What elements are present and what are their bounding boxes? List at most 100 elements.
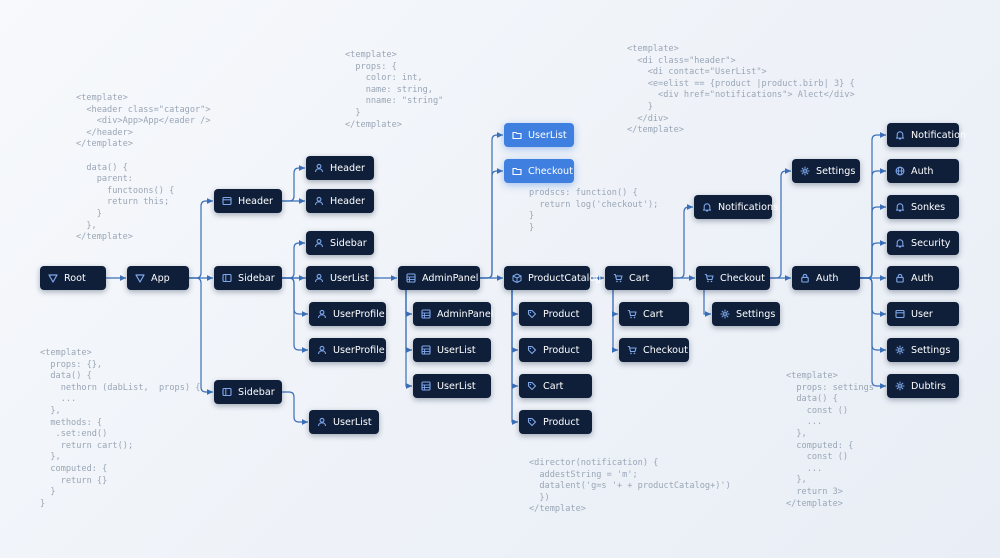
lock-icon-glyph	[896, 273, 904, 283]
sidebar-icon	[222, 387, 232, 397]
node-dubtirs[interactable]: Dubtirs	[887, 374, 959, 398]
node-productcatalog[interactable]: ProductCatalog	[504, 266, 601, 290]
node-checkout-highlighted[interactable]: Checkout	[504, 159, 574, 183]
node-auth[interactable]: Auth	[887, 266, 959, 290]
user-icon-glyph	[317, 309, 327, 319]
node-product[interactable]: Product	[519, 302, 592, 326]
tag-icon	[527, 309, 537, 319]
window-icon	[895, 309, 905, 319]
bell-icon-glyph	[895, 203, 905, 212]
window-icon-glyph	[895, 309, 905, 319]
node-header[interactable]: Header	[214, 189, 282, 213]
node-label: UserList	[333, 416, 372, 428]
node-label: Root	[64, 272, 86, 284]
cart-icon-glyph	[627, 345, 637, 355]
node-checkout[interactable]: Checkout	[696, 266, 770, 290]
node-userprofile[interactable]: UserProfile	[309, 302, 386, 326]
node-root[interactable]: Root	[40, 266, 106, 290]
node-sonkes[interactable]: Sonkes	[887, 195, 959, 219]
globe-icon	[895, 166, 905, 176]
node-sidebar-lower[interactable]: Sidebar	[214, 380, 282, 404]
node-label: Auth	[816, 272, 839, 284]
cart-icon	[627, 309, 637, 319]
node-label: App	[151, 272, 170, 284]
node-label: Dubtirs	[911, 380, 946, 392]
node-sidebar[interactable]: Sidebar	[214, 266, 282, 290]
node-userlist[interactable]: UserList	[413, 338, 491, 362]
grid-icon-glyph	[421, 309, 431, 319]
node-userlist-highlighted[interactable]: UserList	[504, 123, 574, 147]
user-icon	[314, 273, 324, 283]
user-icon-glyph	[314, 273, 324, 283]
tag-icon-glyph	[527, 345, 537, 355]
node-userlist[interactable]: UserList	[413, 374, 491, 398]
node-label: Header	[330, 195, 365, 207]
node-cart[interactable]: Cart	[619, 302, 689, 326]
node-product[interactable]: Product	[519, 338, 592, 362]
edge-adminpanel1-adminpanel2	[405, 290, 412, 317]
edge-cart2-cart3	[612, 290, 618, 317]
edge-cart2-notifications1	[673, 204, 693, 279]
edge-productcatalog-cart1	[511, 290, 518, 389]
tag-icon	[527, 345, 537, 355]
edge-sidebar1-sidebar3	[282, 240, 305, 279]
node-header[interactable]: Header	[306, 189, 374, 213]
box-icon-glyph	[512, 273, 522, 283]
user-icon	[314, 163, 324, 173]
edge-cart2-checkout2	[612, 290, 618, 353]
node-cart[interactable]: Cart	[605, 266, 673, 290]
sidebar-icon-glyph	[222, 273, 232, 283]
node-label: UserList	[528, 129, 567, 141]
grid-icon-glyph	[406, 273, 416, 283]
tag-icon-glyph	[527, 417, 537, 427]
node-auth[interactable]: Auth	[887, 159, 959, 183]
edge-app-sidebar2	[189, 277, 213, 395]
user-icon	[317, 345, 327, 355]
node-notification[interactable]: Notification	[887, 123, 966, 147]
node-userprofile[interactable]: UserProfile	[309, 338, 386, 362]
code-snippet-bottom-center: <director(notification) { addestString =…	[529, 458, 731, 515]
node-header[interactable]: Header	[306, 156, 374, 180]
node-label: Cart	[543, 380, 564, 392]
node-checkout[interactable]: Checkout	[619, 338, 689, 362]
node-label: Product	[543, 344, 580, 356]
vue-logo-icon	[135, 273, 145, 283]
node-security[interactable]: Security	[887, 231, 959, 255]
user-icon	[314, 196, 324, 206]
node-label: Settings	[816, 165, 856, 177]
node-settings[interactable]: Settings	[887, 338, 959, 362]
node-app[interactable]: App	[127, 266, 189, 290]
node-sidebar[interactable]: Sidebar	[306, 231, 374, 255]
grid-icon	[421, 309, 431, 319]
node-label: Checkout	[528, 165, 573, 177]
node-userlist[interactable]: UserList	[309, 410, 379, 434]
edge-auth1-dubtirs	[860, 277, 886, 389]
node-label: UserList	[437, 344, 476, 356]
grid-icon-glyph	[421, 381, 431, 391]
bell-icon-glyph	[895, 131, 905, 140]
code-snippet-bottom-right: <template> props: settings data() { cons…	[786, 371, 874, 509]
grid-icon	[406, 273, 416, 283]
node-settings[interactable]: Settings	[792, 159, 860, 183]
edge-sidebar2-userlist2	[282, 391, 308, 425]
node-settings[interactable]: Settings	[712, 302, 780, 326]
node-user[interactable]: User	[887, 302, 959, 326]
globe-icon-glyph	[895, 166, 905, 176]
node-adminpanel[interactable]: AdminPanel	[398, 266, 480, 290]
node-notifications[interactable]: Notifications	[694, 195, 778, 219]
node-label: Notification	[911, 129, 967, 141]
node-auth[interactable]: Auth	[792, 266, 860, 290]
node-label: ProductCatalog	[528, 272, 602, 284]
box-icon	[512, 273, 522, 283]
cart-icon	[704, 273, 714, 283]
node-cart[interactable]: Cart	[519, 374, 592, 398]
node-product[interactable]: Product	[519, 410, 592, 434]
code-snippet-top-right: <template> <di class="header"> <di conta…	[627, 44, 855, 136]
node-userlist[interactable]: UserList	[306, 266, 374, 290]
node-adminpanel[interactable]: AdminPanel	[413, 302, 493, 326]
gear-icon-glyph	[895, 345, 905, 355]
edge-productcatalog-product2	[511, 290, 518, 353]
vue-logo-icon-glyph	[135, 274, 145, 283]
